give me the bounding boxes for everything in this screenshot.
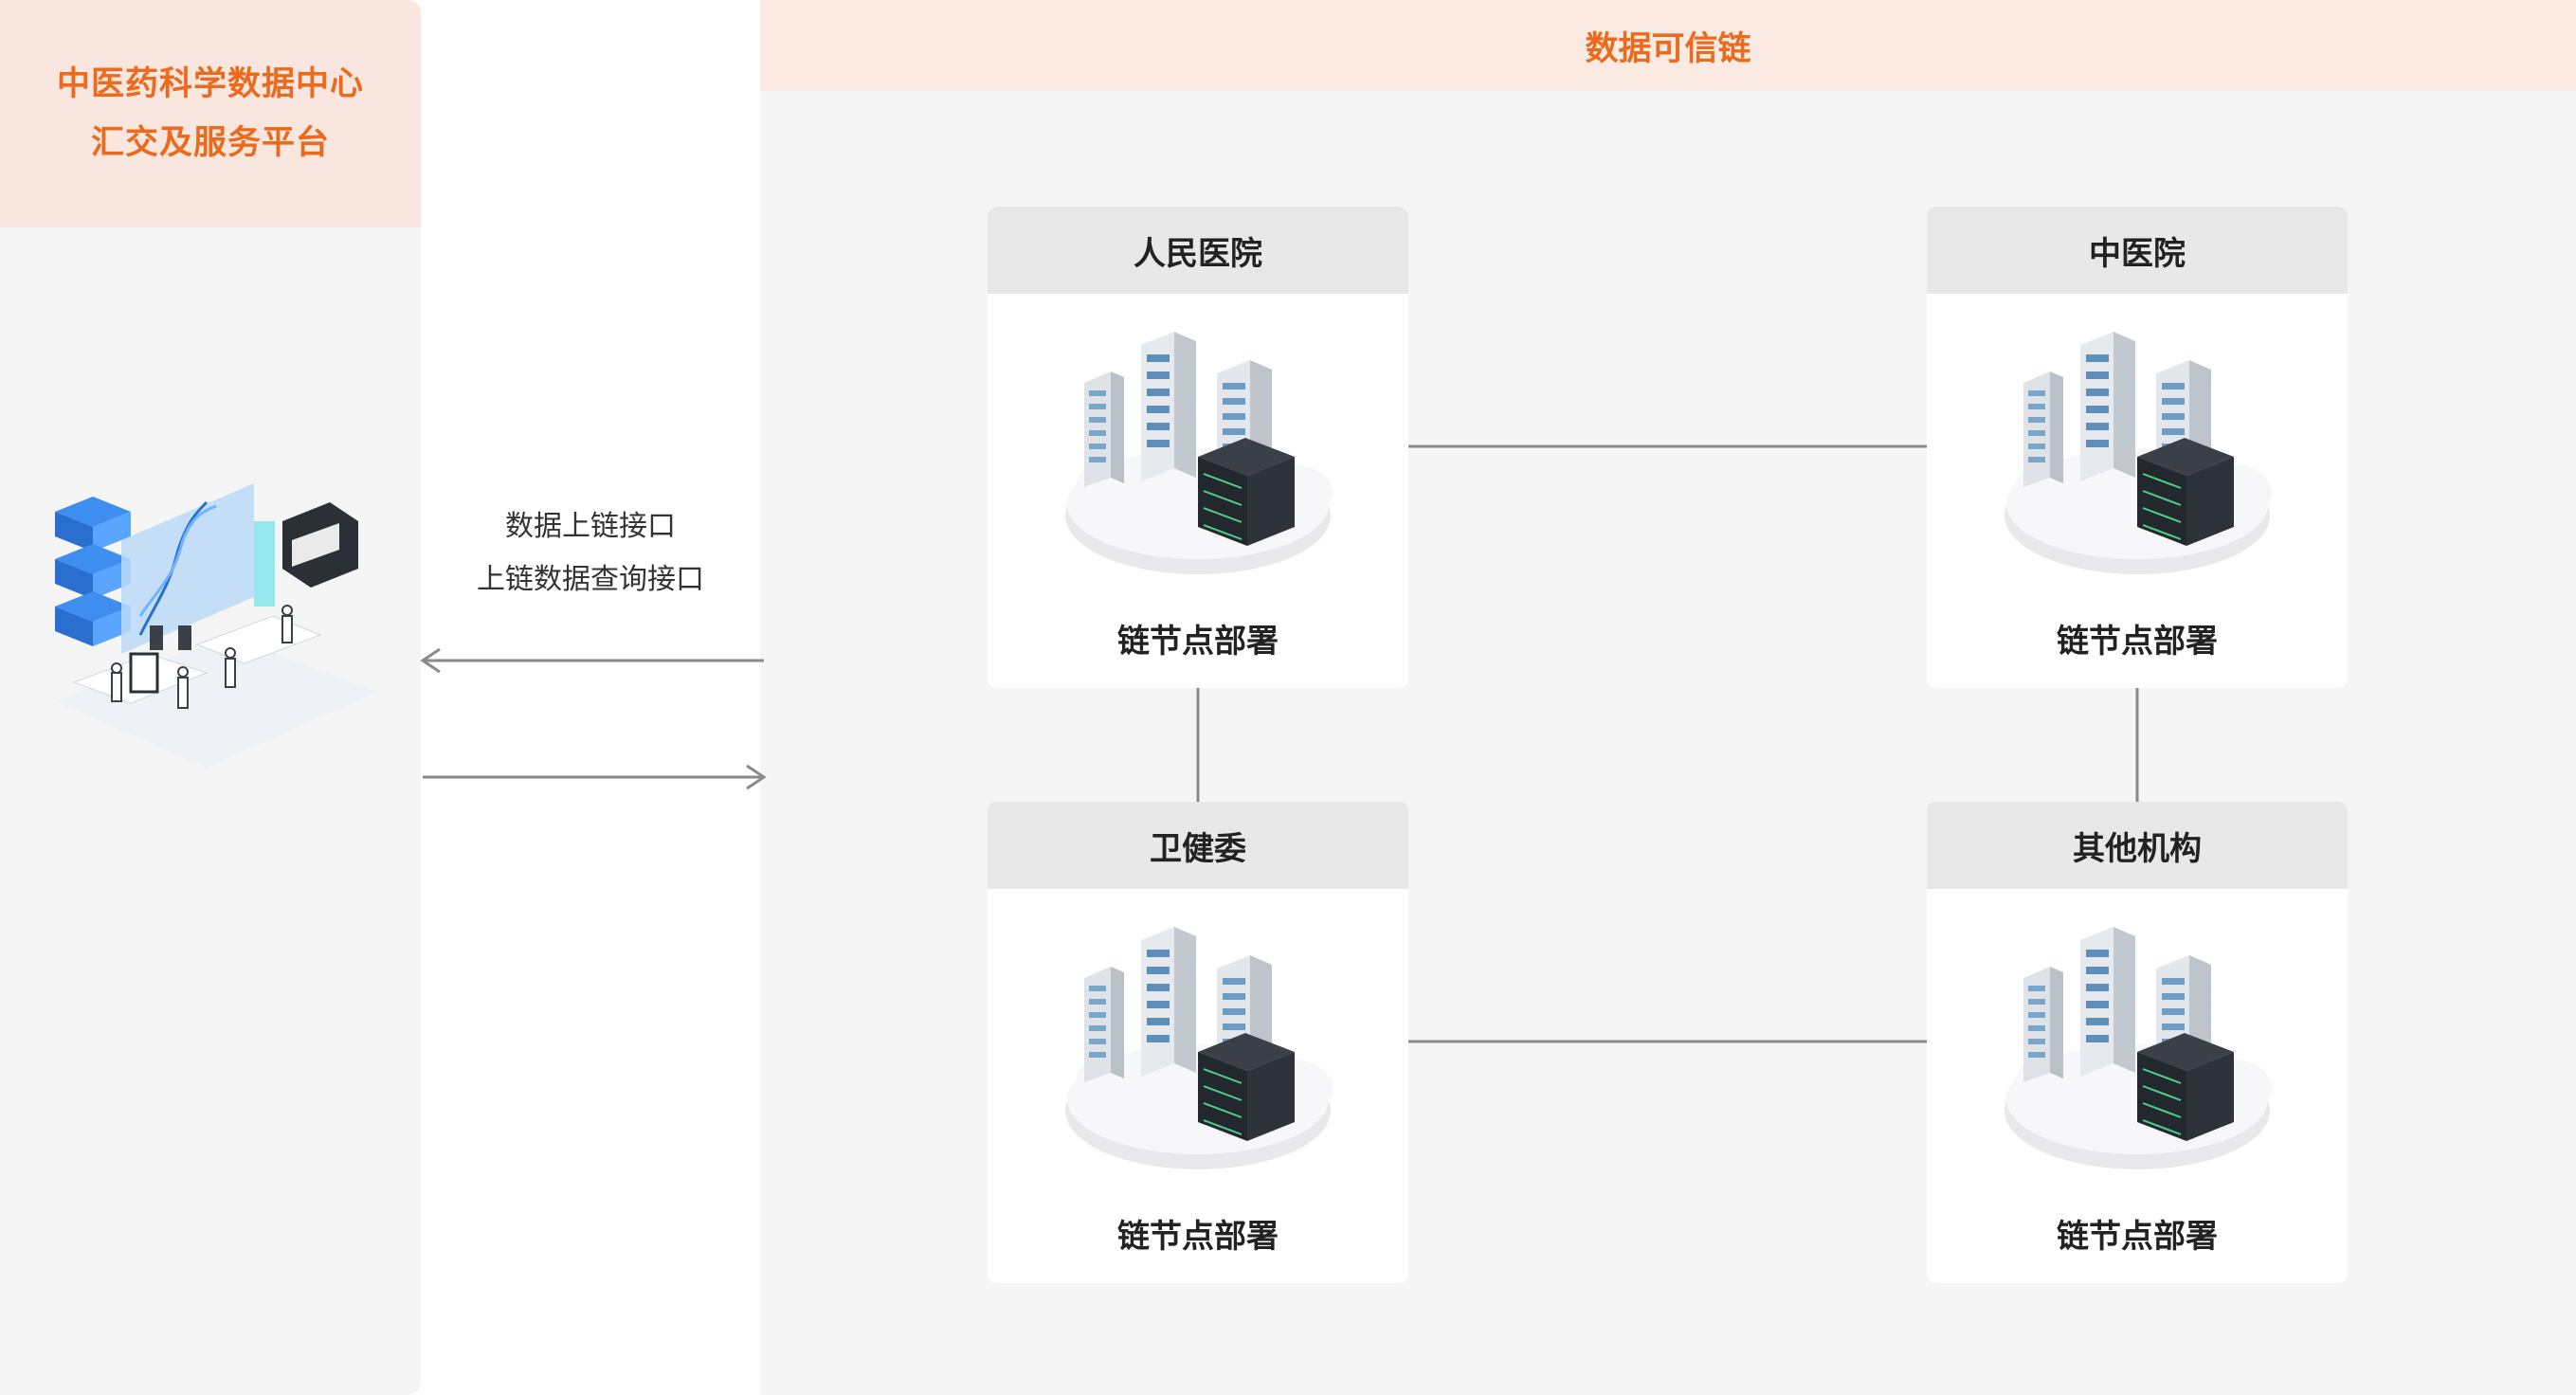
node-caption: 链节点部署	[988, 1210, 1408, 1257]
chain-node-other-institutions: 其他机构 链节点部署	[1927, 802, 2348, 1283]
node-title: 中医院	[1927, 207, 2348, 294]
node-caption: 链节点部署	[988, 615, 1408, 661]
chain-node-health-commission: 卫健委 链节点部署	[988, 802, 1408, 1283]
node-title: 其他机构	[1927, 802, 2348, 889]
chain-node-renmin-hospital: 人民医院 链节点部署	[988, 207, 1408, 688]
node-title: 人民医院	[988, 207, 1408, 294]
node-caption: 链节点部署	[1927, 1210, 2348, 1257]
server-cloud-icon	[1056, 921, 1340, 1205]
chain-node-tcm-hospital: 中医院 链节点部署	[1927, 207, 2348, 688]
node-title: 卫健委	[988, 802, 1408, 889]
node-caption: 链节点部署	[1927, 615, 2348, 661]
server-cloud-icon	[1995, 921, 2279, 1205]
server-cloud-icon	[1995, 326, 2279, 610]
server-cloud-icon	[1056, 326, 1340, 610]
